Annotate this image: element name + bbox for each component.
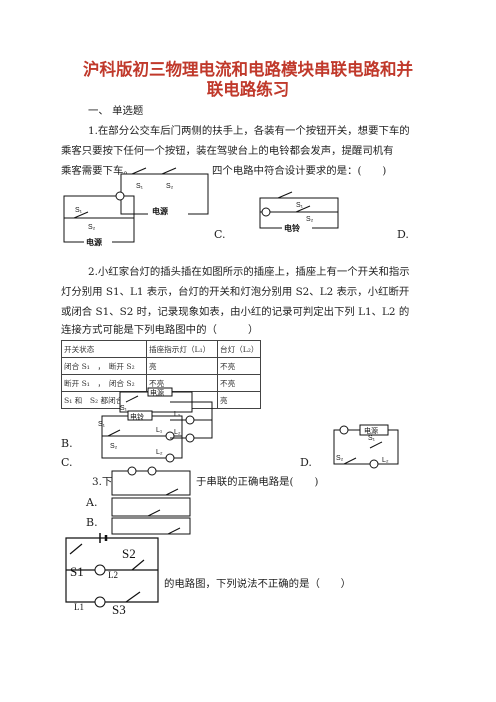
table-cell: 不亮 xyxy=(216,357,262,375)
q2d-power-label: 电源 xyxy=(364,426,378,435)
q4-s3-label: S3 xyxy=(112,602,126,617)
q2c-l1-label: L₁ xyxy=(174,411,181,418)
q2d-s2-label: S₂ xyxy=(336,455,344,462)
q3-stem-end: 于串联的正确电路是( ) xyxy=(196,476,319,488)
q2-line-1: 2.小红家台灯的插头插在如图所示的插座上，插座上有一个开关和指示 xyxy=(88,266,410,278)
title-line-2: 联电路练习 xyxy=(206,80,290,99)
q1a-s1-label: S₁ xyxy=(75,207,83,214)
q3-circuit-b xyxy=(111,517,191,535)
q3-circuit-top xyxy=(111,466,191,496)
q1a-power-label: 电源 xyxy=(86,237,102,247)
q2c-l2-label: L₂ xyxy=(174,429,181,436)
q1-circuit-a: S₁ S₂ 电源 xyxy=(63,191,135,247)
q2b-l1-label: L₁ xyxy=(156,427,163,434)
q3-stem-start: 3.下 xyxy=(92,476,113,488)
q1-circuit-d: S₁ S₂ 电铃 xyxy=(259,191,339,233)
q3-circuit-a xyxy=(111,497,191,517)
q1b-s1-label: S₁ xyxy=(136,183,144,190)
q4-s2-label: S2 xyxy=(122,546,136,561)
q4-l1-label: L1 xyxy=(74,602,84,612)
q2b-s1-label: S₁ xyxy=(98,421,106,428)
q1d-power-label: 电铃 xyxy=(284,223,300,233)
q4-stem: 的电路图，下列说法不正确的是（ ） xyxy=(164,578,352,590)
table-cell: 不亮 xyxy=(216,374,262,392)
q1b-s2-label: S₂ xyxy=(166,183,174,190)
q1-option-d[interactable]: D. xyxy=(397,228,409,241)
table-header-cell: 开关状态 xyxy=(61,340,147,358)
q1-line-2: 乘客只要按下任何一个按钮，装在驾驶台上的电铃都会发声，提醒司机有 xyxy=(61,145,394,157)
q2-circuit-a: 电源 S₁ xyxy=(119,387,193,413)
q2b-l2-label: L₂ xyxy=(156,449,163,456)
q2b-power-label: 电铃 xyxy=(130,412,144,421)
q1-line-4: 四个电路中符合设计要求的是：( ) xyxy=(212,165,387,177)
q2a-power-label: 电源 xyxy=(150,388,164,397)
q2-option-c[interactable]: C. xyxy=(61,456,73,469)
q2-circuit-d: 电源 S₁ S₂ L₂ xyxy=(333,424,399,469)
q3-option-b[interactable]: B. xyxy=(86,516,98,529)
table-header-cell: 插座指示灯（L₁） xyxy=(146,340,218,358)
q1d-s2-label: S₂ xyxy=(306,216,314,223)
table-cell: 闭合 S₁ ， 断开 S₂ xyxy=(61,357,147,375)
q1-line-3: 乘客需要下车。 xyxy=(61,165,134,177)
q2-line-3: 或闭合 S1、S2 时，记录现象如表，由小红的记录可判定出下列 L1、L2 的 xyxy=(61,306,410,318)
q2-line-4: 连接方式可能是下列电路图中的（ ） xyxy=(61,324,259,336)
q2-option-b[interactable]: B. xyxy=(61,437,73,450)
q1-line-1: 1.在部分公交车后门两侧的扶手上，各装有一个按钮开关，想要下车的 xyxy=(88,125,410,137)
q2b-s2-label: S₂ xyxy=(110,443,118,450)
q2d-s1-label: S₁ xyxy=(368,435,376,442)
q1-circuit-b: S₁ S₂ 电源 xyxy=(120,167,209,216)
q1b-power-label: 电源 xyxy=(152,206,168,216)
q1a-s2-label: S₂ xyxy=(88,224,96,231)
q2-line-2: 灯分别用 S1、L1 表示，台灯的开关和灯泡分别用 S2、L2 表示，小红断开 xyxy=(61,286,410,298)
q4-s1-label: S1 xyxy=(70,564,84,579)
table-header-cell: 台灯（L₂） xyxy=(216,340,262,358)
q1d-s1-label: S₁ xyxy=(296,202,304,209)
page-title: 沪科版初三物理电流和电路模块串联电路和并 联电路练习 xyxy=(0,60,496,100)
table-cell: 亮 xyxy=(216,391,262,409)
title-line-1: 沪科版初三物理电流和电路模块串联电路和并 xyxy=(83,60,413,79)
section-heading: 一、 单选题 xyxy=(88,105,144,117)
q2a-s1-label: S₁ xyxy=(120,405,128,412)
q2-option-d[interactable]: D. xyxy=(300,456,312,469)
table-cell: 亮 xyxy=(146,357,218,375)
table-header-row: 开关状态 插座指示灯（L₁） 台灯（L₂） xyxy=(61,340,262,358)
q2-circuit-c: L₁ L₂ xyxy=(170,401,213,443)
q3-option-a[interactable]: A. xyxy=(86,496,98,509)
q2d-l2-label: L₂ xyxy=(382,457,389,464)
q2-circuit-b: 电铃 S₁ S₂ L₁ L₂ xyxy=(98,410,183,463)
table-row: 闭合 S₁ ， 断开 S₂ 亮 不亮 xyxy=(61,357,262,375)
q4-l2-label: L2 xyxy=(108,570,118,580)
q1-option-c[interactable]: C. xyxy=(214,228,226,241)
q4-circuit: S2 S1 L2 L1 S3 xyxy=(65,533,159,617)
